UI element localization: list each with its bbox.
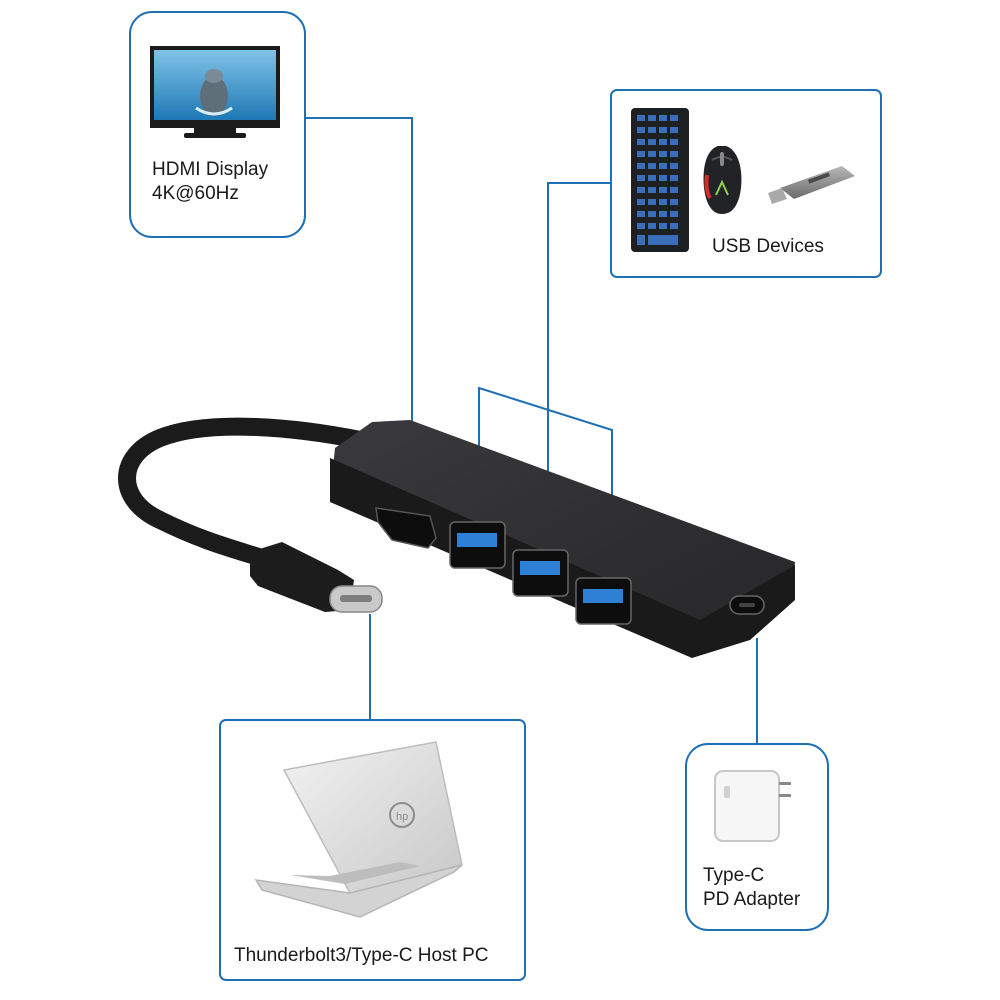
usb-devices-card: USB Devices: [610, 89, 882, 278]
pd-label-line2: PD Adapter: [703, 889, 801, 910]
mouse-icon: [703, 146, 742, 214]
hdmi-display-card: HDMI Display 4K@60Hz: [129, 11, 306, 238]
usb-port-3: [575, 577, 632, 625]
usb-c-port: [729, 595, 765, 615]
power-adapter-icon: [714, 770, 791, 842]
usb-port-1: [449, 521, 506, 569]
host-pc-card: hp Thunderbolt3/Type-C Host PC: [219, 719, 526, 981]
hub-body-top: [330, 420, 795, 652]
usb-drive-icon: [768, 166, 855, 204]
laptop-icon: hp: [254, 741, 463, 918]
pd-label-line1: Type-C: [703, 865, 764, 886]
usb-devices-label: USB Devices: [712, 236, 824, 257]
hdmi-label-line1: HDMI Display: [152, 159, 269, 180]
keyboard-icon: [631, 108, 689, 252]
usb-c-plug: [250, 542, 383, 613]
hub-cable: [118, 417, 369, 567]
usb-port-2: [512, 549, 569, 597]
monitor-icon: [150, 46, 280, 138]
usb-connector-line: [547, 182, 611, 572]
svg-text:hp: hp: [396, 811, 408, 823]
pd-adapter-card: Type-C PD Adapter: [685, 743, 829, 931]
hub-body-front: [330, 458, 795, 658]
hdmi-connector-line: [305, 117, 413, 510]
hdmi-port: [375, 507, 437, 549]
usb-c-hub-icon: [118, 417, 795, 658]
hdmi-label-line2: 4K@60Hz: [152, 183, 239, 204]
host-pc-label: Thunderbolt3/Type-C Host PC: [234, 945, 489, 966]
